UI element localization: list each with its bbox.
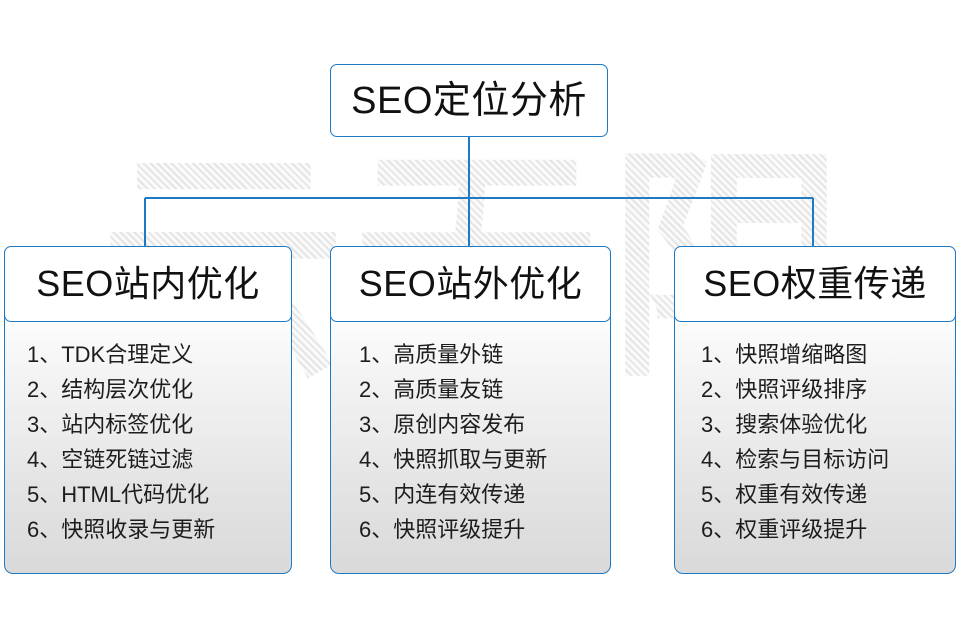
list-item[interactable]: 2、结构层次优化 xyxy=(27,377,194,402)
list-item[interactable]: 1、TDK合理定义 xyxy=(27,342,194,367)
list-item[interactable]: 5、HTML代码优化 xyxy=(27,482,210,507)
column-header-1[interactable]: SEO站内优化 xyxy=(4,246,292,322)
column-body-1: 1、TDK合理定义 2、结构层次优化 3、站内标签优化 4、空链死链过滤 5、H… xyxy=(4,314,292,574)
root-node-label: SEO定位分析 xyxy=(351,79,587,122)
column-header-label-2: SEO站外优化 xyxy=(358,263,583,304)
list-item[interactable]: 6、权重评级提升 xyxy=(701,517,868,542)
list-item[interactable]: 5、内连有效传递 xyxy=(359,482,526,507)
column-seo-offsite: SEO站外优化 1、高质量外链 2、高质量友链 3、原创内容发布 4、快照抓取与… xyxy=(330,246,611,574)
column-header-label-1: SEO站内优化 xyxy=(36,263,260,304)
column-body-2: 1、高质量外链 2、高质量友链 3、原创内容发布 4、快照抓取与更新 5、内连有… xyxy=(330,314,611,574)
list-item[interactable]: 6、快照评级提升 xyxy=(359,517,526,542)
column-list-1: 1、TDK合理定义 2、结构层次优化 3、站内标签优化 4、空链死链过滤 5、H… xyxy=(5,337,291,547)
list-item[interactable]: 5、权重有效传递 xyxy=(701,482,868,507)
column-seo-weight: SEO权重传递 1、快照增缩略图 2、快照评级排序 3、搜索体验优化 4、检索与… xyxy=(674,246,956,574)
list-item[interactable]: 1、快照增缩略图 xyxy=(701,342,868,367)
list-item[interactable]: 4、快照抓取与更新 xyxy=(359,447,548,472)
root-node[interactable]: SEO定位分析 xyxy=(330,64,608,137)
list-item[interactable]: 4、检索与目标访问 xyxy=(701,447,890,472)
list-item[interactable]: 2、高质量友链 xyxy=(359,377,504,402)
list-item[interactable]: 3、站内标签优化 xyxy=(27,412,194,437)
list-item[interactable]: 4、空链死链过滤 xyxy=(27,447,194,472)
column-header-3[interactable]: SEO权重传递 xyxy=(674,246,956,322)
column-header-label-3: SEO权重传递 xyxy=(703,263,927,304)
list-item[interactable]: 1、高质量外链 xyxy=(359,342,504,367)
list-item[interactable]: 3、搜索体验优化 xyxy=(701,412,868,437)
list-item[interactable]: 6、快照收录与更新 xyxy=(27,517,216,542)
column-header-2[interactable]: SEO站外优化 xyxy=(330,246,611,322)
list-item[interactable]: 3、原创内容发布 xyxy=(359,412,526,437)
list-item[interactable]: 2、快照评级排序 xyxy=(701,377,868,402)
column-list-3: 1、快照增缩略图 2、快照评级排序 3、搜索体验优化 4、检索与目标访问 5、权… xyxy=(675,337,955,547)
column-list-2: 1、高质量外链 2、高质量友链 3、原创内容发布 4、快照抓取与更新 5、内连有… xyxy=(331,337,610,547)
column-body-3: 1、快照增缩略图 2、快照评级排序 3、搜索体验优化 4、检索与目标访问 5、权… xyxy=(674,314,956,574)
column-seo-onsite: SEO站内优化 1、TDK合理定义 2、结构层次优化 3、站内标签优化 4、空链… xyxy=(4,246,292,574)
